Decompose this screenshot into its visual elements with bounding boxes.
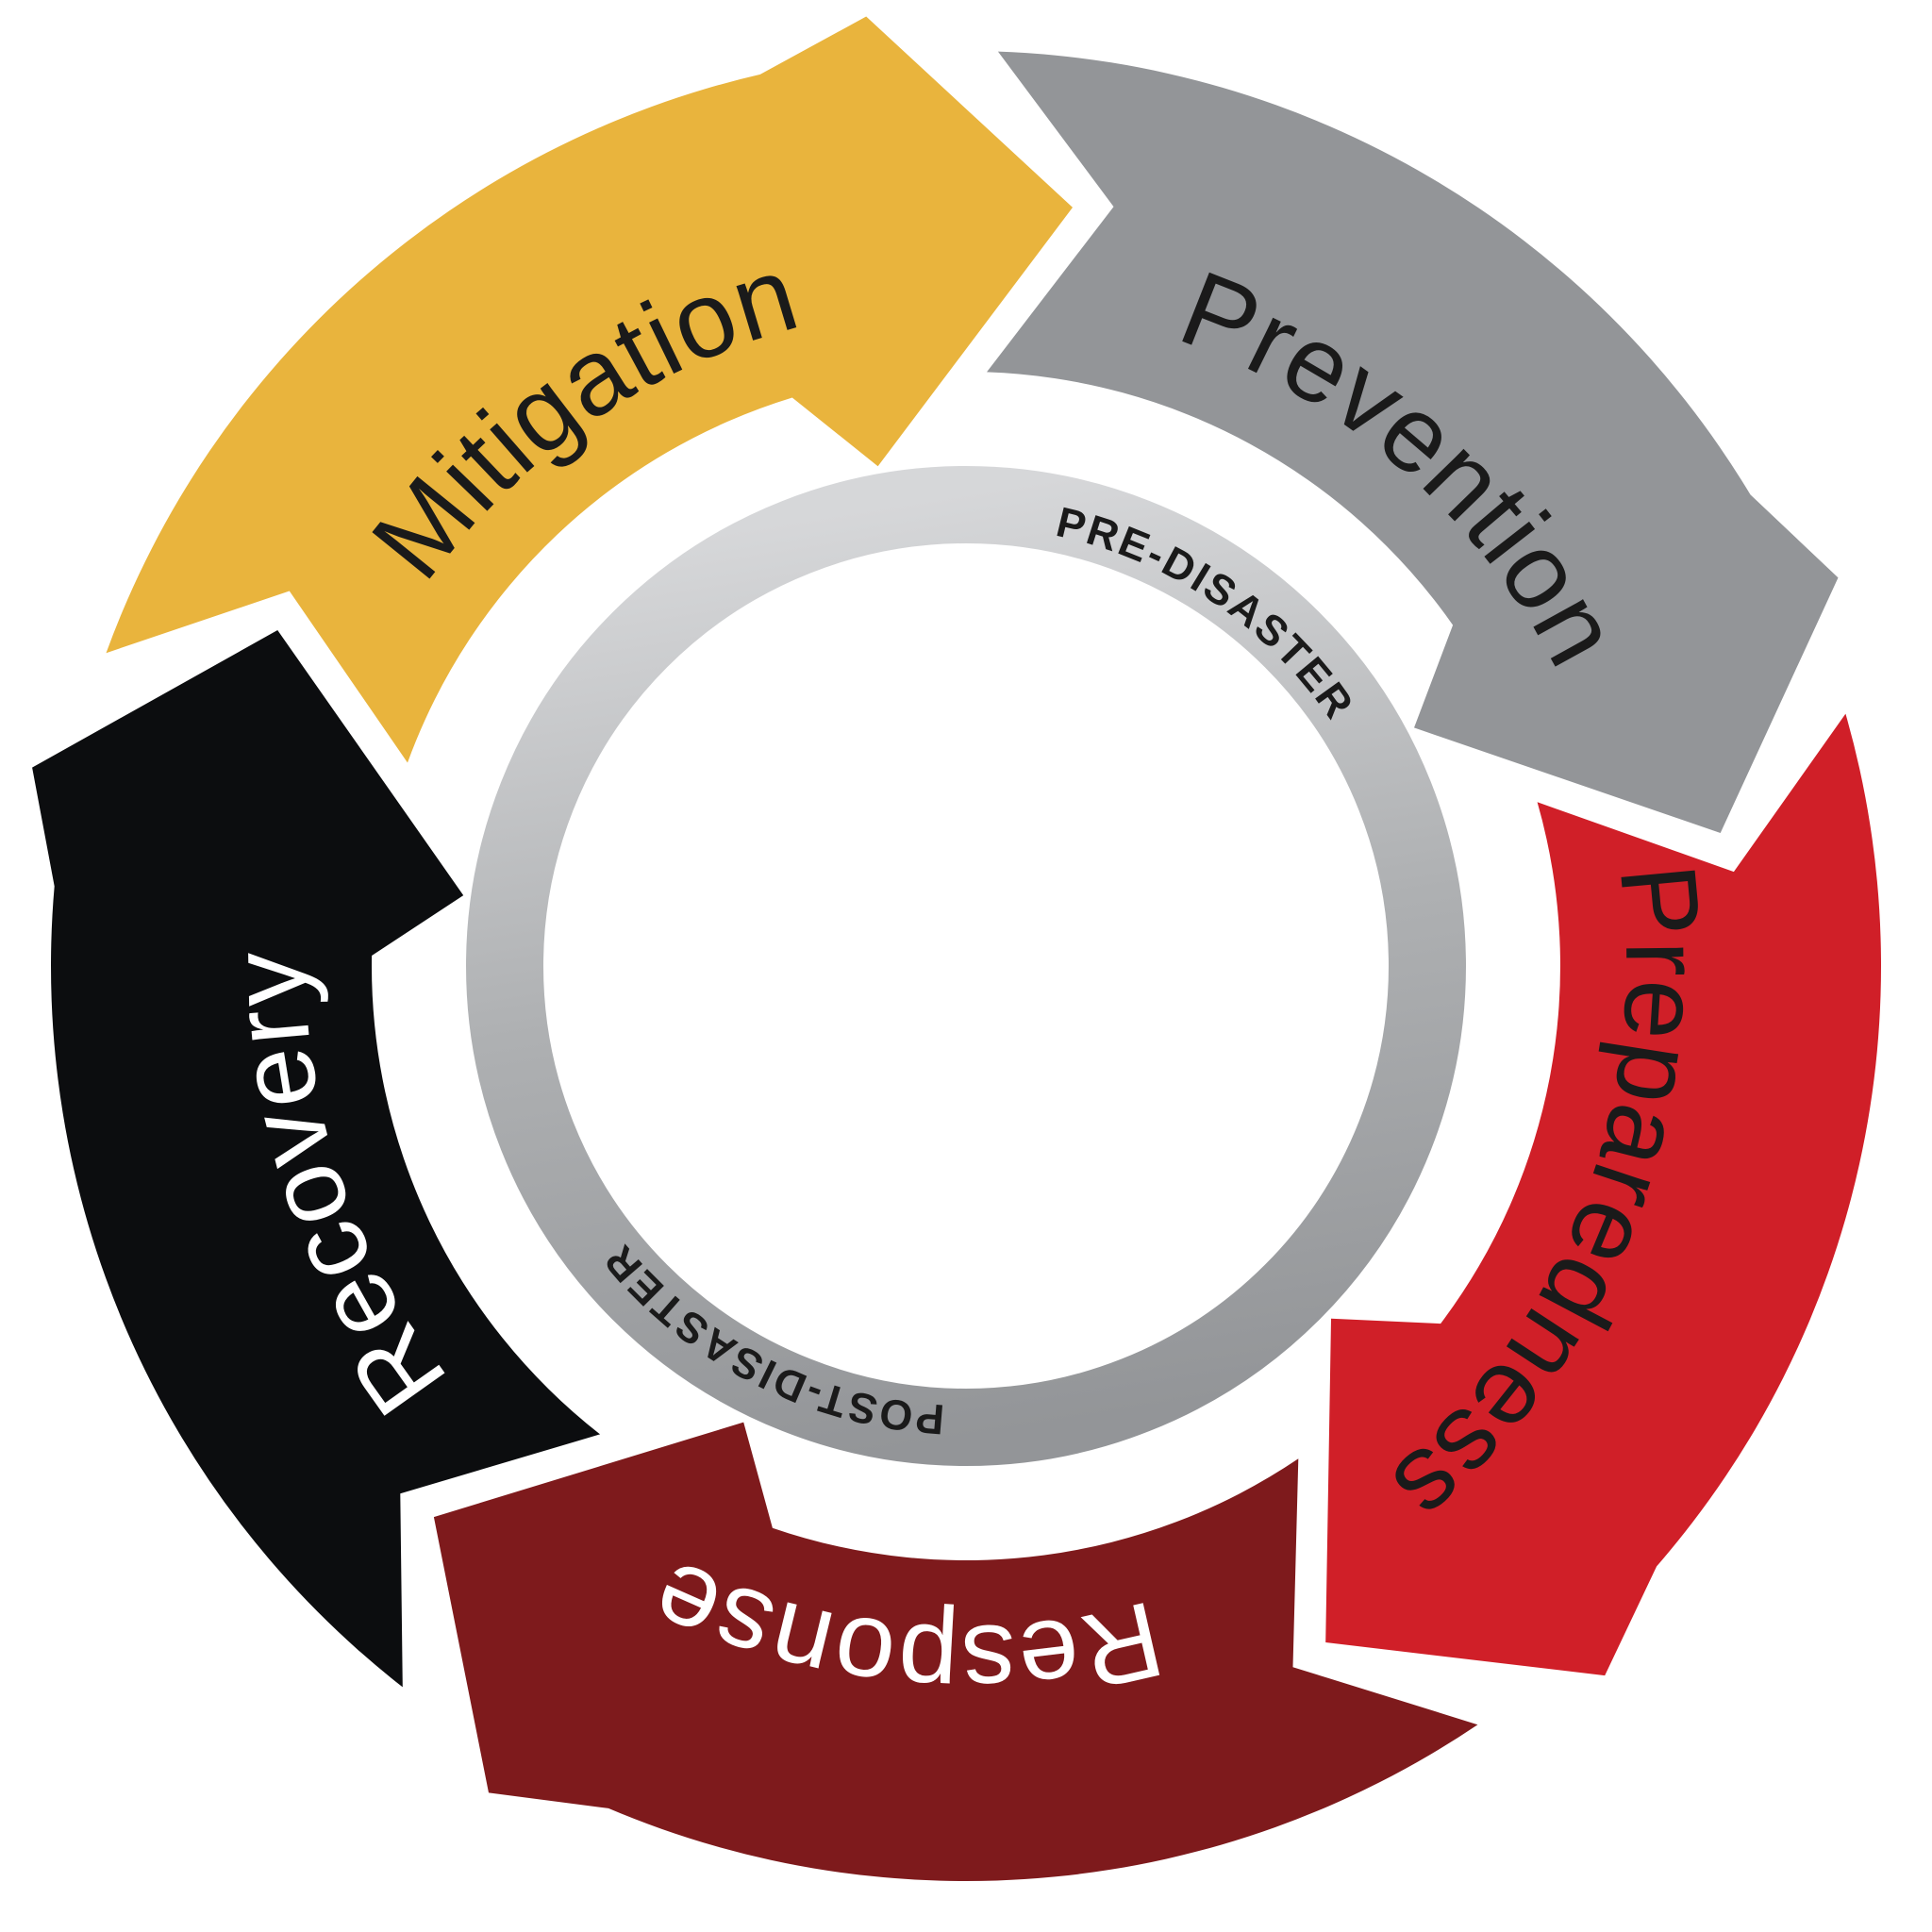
arrow-prevention (987, 51, 1839, 834)
inner-ring (466, 466, 1466, 1466)
arrow-preparedness (1325, 713, 1882, 1676)
arrow-recovery (32, 630, 601, 1688)
arrow-mitigation (106, 16, 1073, 763)
cycle-arrows (32, 16, 1882, 1882)
arrow-response (433, 1422, 1478, 1882)
